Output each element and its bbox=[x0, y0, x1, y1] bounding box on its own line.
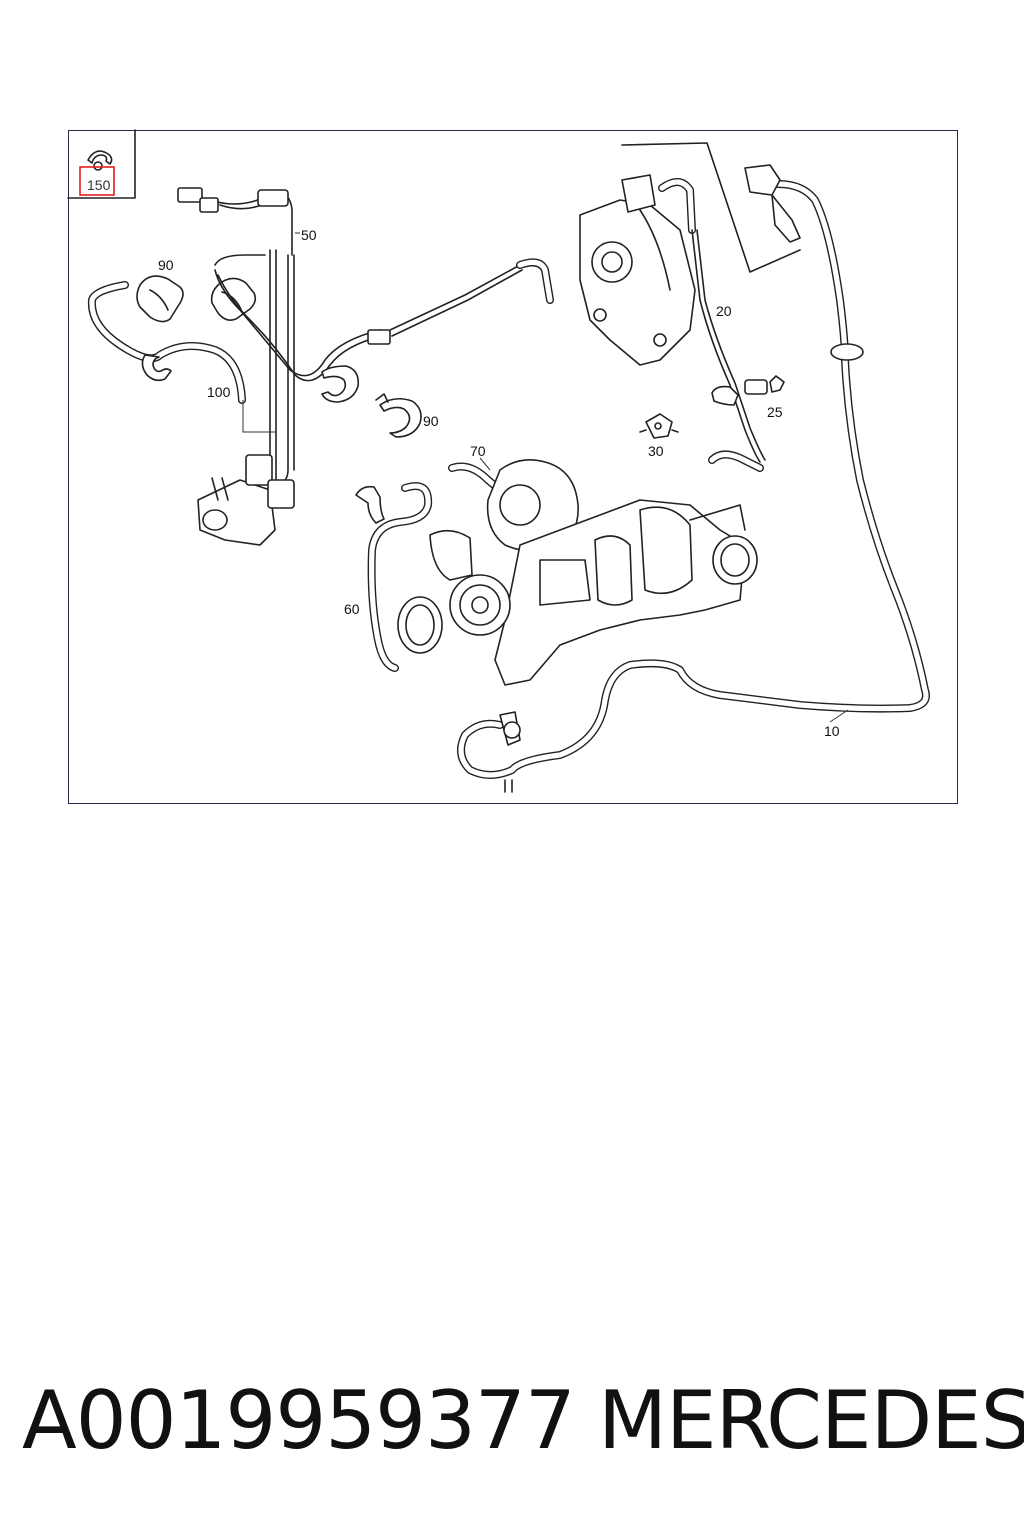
short-hose[interactable] bbox=[708, 450, 764, 472]
callout-25[interactable]: 25 bbox=[767, 404, 783, 420]
hose-10[interactable]: 10 bbox=[457, 164, 930, 793]
hose-60[interactable]: 60 bbox=[344, 482, 433, 672]
clip-90-left[interactable]: 90 bbox=[136, 257, 257, 323]
connector-25[interactable]: 25 bbox=[711, 375, 785, 420]
clip-90-center[interactable]: 90 bbox=[321, 365, 439, 438]
inset-150: 150 bbox=[67, 129, 136, 199]
callout-30[interactable]: 30 bbox=[648, 443, 664, 459]
part-number: A0019959377 bbox=[22, 1374, 576, 1467]
fitting-30[interactable]: 30 bbox=[639, 413, 679, 459]
callout-50[interactable]: 50 bbox=[301, 227, 317, 243]
parts-diagram: 150 50 90 100 bbox=[67, 129, 930, 793]
vacuum-pump[interactable]: 20 bbox=[579, 142, 801, 463]
vacuum-valve[interactable] bbox=[197, 454, 295, 546]
callout-10[interactable]: 10 bbox=[824, 723, 840, 739]
callout-20[interactable]: 20 bbox=[716, 303, 732, 319]
callout-90-center[interactable]: 90 bbox=[423, 413, 439, 429]
hose-100[interactable]: 100 bbox=[87, 254, 554, 433]
callout-70[interactable]: 70 bbox=[470, 443, 486, 459]
callout-150[interactable]: 150 bbox=[87, 177, 111, 193]
diagram-frame bbox=[68, 130, 958, 804]
callout-60[interactable]: 60 bbox=[344, 601, 360, 617]
highlight-box-150[interactable] bbox=[79, 166, 115, 196]
brand-name: MERCEDES bbox=[598, 1374, 1024, 1467]
callout-100[interactable]: 100 bbox=[207, 384, 231, 400]
hose-70[interactable]: 70 bbox=[448, 443, 504, 494]
footer: A0019959377 MERCEDES bbox=[22, 1366, 1024, 1476]
vacuum-line-50[interactable]: 50 bbox=[177, 187, 317, 491]
water-pump[interactable] bbox=[397, 459, 758, 686]
callout-90-top[interactable]: 90 bbox=[158, 257, 174, 273]
clip-icon bbox=[87, 150, 113, 171]
